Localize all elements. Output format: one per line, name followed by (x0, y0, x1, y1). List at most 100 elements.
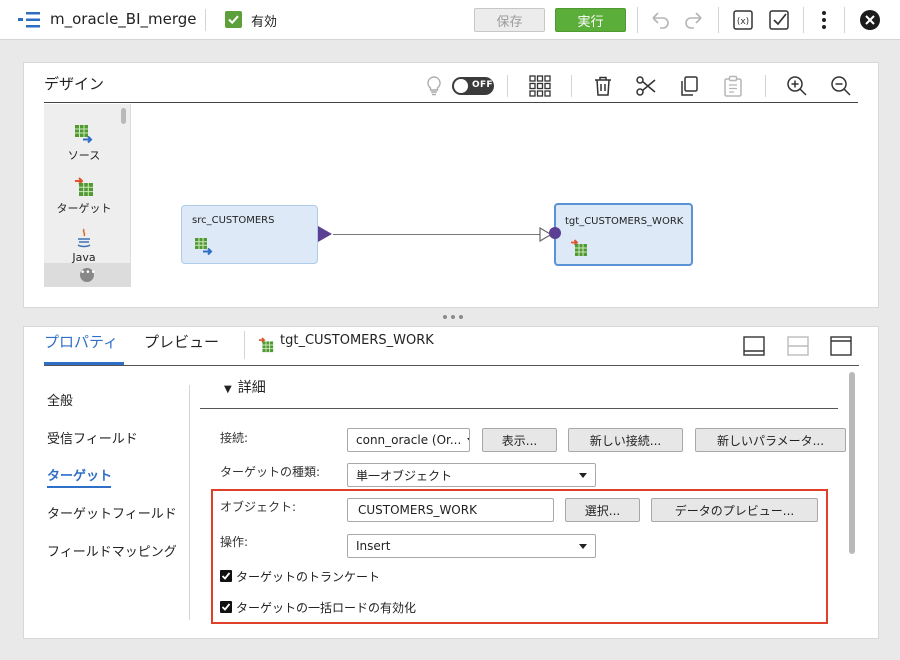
divider (205, 9, 206, 31)
java-icon (77, 228, 91, 248)
nav-incoming-fields[interactable]: 受信フィールド (47, 432, 138, 447)
panel-splitter[interactable] (441, 313, 465, 321)
active-tab-indicator (44, 362, 124, 365)
transformation-palette: ソース ターゲット Java ••• (44, 104, 131, 287)
layout-bottom-icon[interactable] (743, 336, 765, 356)
truncate-label: ターゲットのトランケート (236, 570, 381, 584)
delete-icon[interactable] (591, 74, 615, 98)
target-type-value: 単一オブジェクト (356, 468, 453, 483)
section-title: 詳細 (237, 380, 266, 396)
connection-select[interactable]: conn_oracle (Or... (347, 428, 470, 452)
new-connection-button[interactable]: 新しい接続... (568, 428, 683, 452)
nav-divider (189, 385, 190, 620)
close-icon[interactable] (858, 8, 882, 32)
palette-label: ソース (67, 149, 101, 162)
divider (637, 7, 638, 33)
new-parameter-button[interactable]: 新しいパラメータ... (695, 428, 846, 452)
output-port[interactable] (318, 226, 332, 242)
palette-item-source[interactable]: ソース (44, 124, 124, 163)
select-object-button[interactable]: 選択... (565, 498, 640, 522)
zoom-in-icon[interactable] (785, 74, 809, 98)
cut-icon[interactable] (634, 74, 658, 98)
source-icon (75, 125, 93, 144)
highlight-box (211, 489, 828, 624)
chevron-down-icon (467, 437, 469, 443)
target-icon (258, 337, 274, 353)
chevron-down-icon (579, 472, 587, 478)
active-nav-indicator (47, 486, 111, 488)
toggle-knob (454, 79, 468, 93)
target-type-select[interactable]: 単一オブジェクト (347, 463, 596, 487)
nav-target-fields[interactable]: ターゲットフィールド (47, 507, 177, 522)
bulk-load-checkbox[interactable] (220, 601, 232, 613)
layout-split-icon[interactable] (787, 336, 809, 356)
object-field[interactable]: CUSTOMERS_WORK (347, 498, 554, 522)
check-icon (221, 572, 231, 580)
layout-top-icon[interactable] (830, 336, 852, 356)
hint-icon[interactable] (424, 75, 444, 97)
object-label: オブジェクト: (220, 500, 297, 514)
tabs-divider (44, 365, 859, 366)
more-icon: ••• (80, 268, 96, 282)
expression-icon[interactable]: (x) (731, 8, 755, 32)
divider (803, 7, 804, 33)
section-toggle-details[interactable]: ▼ 詳細 (224, 377, 266, 397)
design-divider (44, 102, 858, 103)
properties-scrollbar[interactable] (849, 372, 855, 554)
selected-object-name: tgt_CUSTOMERS_WORK (280, 333, 434, 348)
divider (844, 7, 845, 33)
enabled-checkbox[interactable] (225, 11, 242, 28)
design-panel: デザイン OFF (23, 62, 879, 308)
link-line[interactable] (333, 234, 543, 235)
top-toolbar: m_oracle_BI_merge 有効 保存 実行 (x) (0, 0, 900, 40)
operation-value: Insert (356, 539, 391, 553)
copy-icon[interactable] (677, 74, 701, 98)
bulk-load-label: ターゲットの一括ロードの有効化 (236, 601, 417, 615)
nav-field-mapping[interactable]: フィールドマッピング (47, 545, 177, 560)
source-icon (195, 238, 213, 255)
save-button[interactable]: 保存 (474, 8, 545, 32)
target-icon (75, 177, 93, 196)
toggle-label: OFF (472, 80, 493, 90)
target-icon (571, 239, 587, 256)
run-button[interactable]: 実行 (555, 8, 626, 32)
properties-panel: プロパティ プレビュー tgt_CUSTOMERS_WORK 全般 受信フィール… (23, 326, 879, 639)
caret-down-icon: ▼ (224, 384, 232, 395)
data-preview-button[interactable]: データのプレビュー... (651, 498, 818, 522)
undo-icon[interactable] (648, 8, 672, 32)
section-divider (200, 408, 838, 409)
more-icon[interactable] (812, 8, 836, 32)
nav-general[interactable]: 全般 (47, 394, 74, 409)
palette-more[interactable]: ••• (44, 263, 130, 287)
operation-select[interactable]: Insert (347, 534, 596, 558)
redo-icon[interactable] (682, 8, 706, 32)
tab-preview[interactable]: プレビュー (144, 333, 220, 351)
grid-icon[interactable] (528, 74, 552, 98)
divider (244, 331, 245, 359)
check-icon (228, 15, 239, 25)
mapping-icon (18, 12, 40, 28)
divider (571, 75, 572, 97)
input-port[interactable] (548, 226, 562, 240)
palette-item-target[interactable]: ターゲット (44, 177, 124, 216)
source-node[interactable]: src_CUSTOMERS (181, 205, 318, 264)
target-node[interactable]: tgt_CUSTOMERS_WORK (554, 203, 693, 266)
show-connection-button[interactable]: 表示... (482, 428, 557, 452)
chevron-down-icon (579, 543, 587, 549)
source-node-label: src_CUSTOMERS (192, 215, 275, 226)
zoom-out-icon[interactable] (829, 74, 853, 98)
target-type-label: ターゲットの種類: (220, 465, 321, 479)
paste-icon[interactable] (721, 74, 745, 98)
enabled-label: 有効 (251, 15, 278, 30)
palette-scrollbar[interactable] (121, 108, 126, 124)
target-node-label: tgt_CUSTOMERS_WORK (565, 216, 684, 227)
input-arrow (539, 227, 553, 242)
nav-target[interactable]: ターゲット (47, 469, 113, 484)
toggle-switch[interactable]: OFF (452, 77, 494, 95)
truncate-checkbox[interactable] (220, 570, 232, 582)
tab-properties[interactable]: プロパティ (44, 333, 119, 351)
validate-icon[interactable] (767, 8, 791, 32)
connection-value: conn_oracle (Or... (356, 433, 462, 447)
palette-item-java[interactable]: Java (44, 228, 124, 264)
divider (507, 75, 508, 97)
